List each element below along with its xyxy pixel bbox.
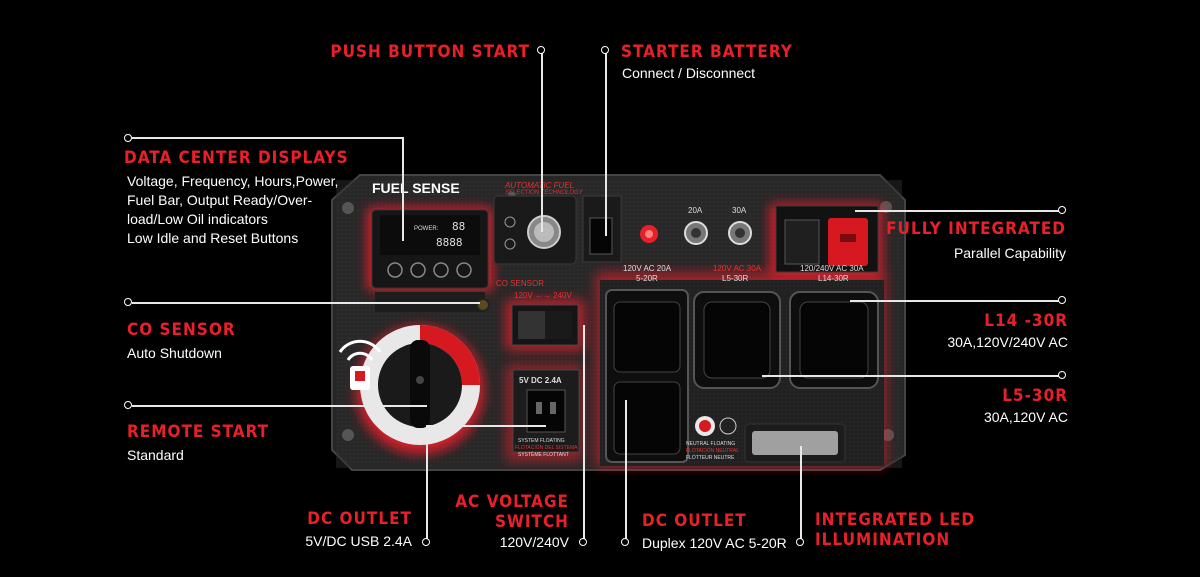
- outlet-l5-label-1: 120V AC 30A: [713, 264, 762, 273]
- leader-line: [583, 325, 585, 539]
- leader-line: [800, 446, 802, 539]
- ac-voltage-switch-title-2: SWITCH: [494, 512, 569, 532]
- outlet-l14-label-1: 120/240V AC 30A: [800, 264, 864, 273]
- neutral-2: FLOTACIÓN NEUTRAL: [686, 448, 739, 454]
- panel-tagline-1: AUTOMATIC FUEL: [505, 181, 575, 190]
- leader-dot: [796, 538, 804, 546]
- leader-dot: [537, 46, 545, 54]
- leader-dot: [1058, 371, 1066, 379]
- co-sensor-title: CO SENSOR: [127, 320, 236, 340]
- leader-line: [762, 375, 1060, 377]
- leader-line: [605, 50, 607, 236]
- leader-line: [426, 425, 428, 539]
- dc-outlet-duplex-title: DC OUTLET: [642, 511, 747, 531]
- leader-line: [850, 300, 1060, 302]
- data-center-desc-4: Low Idle and Reset Buttons: [127, 230, 299, 246]
- dc-outlet-usb-title: DC OUTLET: [307, 509, 412, 529]
- display-value-1: 88: [452, 220, 466, 233]
- ac-voltage-switch-desc: 120V/240V: [499, 534, 569, 550]
- system-floating-3: SYSTÈME FLOTTANT: [518, 452, 569, 458]
- dc-outlet-duplex-desc: Duplex 120V AC 5-20R: [642, 535, 787, 551]
- display-power-label: POWER:: [414, 226, 439, 232]
- l5-30r-desc: 30A,120V AC: [983, 409, 1068, 425]
- integrated-led-title-2: ILLUMINATION: [815, 530, 951, 550]
- outlet-5-20-label-1: 120V AC 20A: [623, 264, 672, 273]
- leader-line: [132, 405, 427, 407]
- integrated-led-title-1: INTEGRATED LED: [815, 510, 976, 530]
- leader-line: [541, 50, 543, 232]
- leader-dot: [1058, 206, 1066, 214]
- leader-dot: [1058, 296, 1066, 304]
- dc-outlet-usb-desc: 5V/DC USB 2.4A: [305, 533, 412, 549]
- usb-panel-label: 5V DC 2.4A: [519, 376, 562, 385]
- leader-line: [402, 137, 404, 241]
- screw: [342, 429, 354, 441]
- system-floating-2: FLOTACIÓN DEL SISTEMA: [515, 445, 578, 451]
- breaker-20a-label: 20A: [688, 206, 703, 215]
- data-center-desc-3: load/Low Oil indicators: [127, 211, 268, 227]
- data-center-title: DATA CENTER DISPLAYS: [124, 148, 349, 168]
- panel-brand: FUEL SENSE: [372, 180, 460, 196]
- leader-line: [132, 137, 403, 139]
- fully-integrated-title: FULLY INTEGRATED: [886, 219, 1066, 239]
- leader-dot: [124, 298, 132, 306]
- push-button-start-title: PUSH BUTTON START: [330, 42, 530, 62]
- starter-battery-desc: Connect / Disconnect: [622, 65, 756, 81]
- leader-line: [855, 210, 1060, 212]
- data-center-desc-2: Fuel Bar, Output Ready/Over-: [127, 192, 313, 208]
- data-center-desc-1: Voltage, Frequency, Hours,Power,: [127, 173, 339, 189]
- outlet-l14-label-2: L14-30R: [818, 274, 849, 283]
- remote-start-title: REMOTE START: [127, 422, 270, 442]
- co-sensor-desc: Auto Shutdown: [127, 345, 222, 361]
- fully-integrated-desc: Parallel Capability: [953, 245, 1066, 261]
- leader-dot: [124, 134, 132, 142]
- leader-dot: [621, 538, 629, 546]
- outlet-5-20-label-2: 5-20R: [636, 274, 658, 283]
- leader-dot: [124, 401, 132, 409]
- remote-start-desc: Standard: [127, 447, 184, 463]
- system-floating-1: SYSTEM FLOATING: [518, 438, 565, 444]
- neutral-1: NEUTRAL FLOATING: [686, 441, 736, 447]
- screw: [342, 202, 354, 214]
- ac-voltage-switch-title-1: AC VOLTAGE: [455, 492, 569, 512]
- starter-battery-title: STARTER BATTERY: [621, 42, 793, 62]
- leader-line: [132, 302, 480, 304]
- l14-30r-desc: 30A,120V/240V AC: [947, 334, 1068, 350]
- voltage-switch-panel-label: 120V ←→ 240V: [514, 291, 572, 300]
- leader-dot: [601, 46, 609, 54]
- panel-tagline-2: SELECTION TECHNOLOGY: [505, 190, 583, 196]
- neutral-3: FLOTTEUR NEUTRE: [686, 455, 735, 461]
- leader-line: [426, 425, 546, 427]
- co-sensor-panel-label: CO SENSOR: [496, 279, 545, 288]
- l14-30r-title: L14 -30R: [984, 311, 1068, 331]
- leader-dot: [579, 538, 587, 546]
- l5-30r-title: L5-30R: [1002, 386, 1068, 406]
- breaker-30a-label: 30A: [732, 206, 747, 215]
- leader-dot: [422, 538, 430, 546]
- co-sensor-dot: [476, 298, 490, 312]
- leader-line: [625, 400, 627, 539]
- outlet-l5-label-2: L5-30R: [722, 274, 749, 283]
- display-value-2: 8888: [436, 236, 463, 249]
